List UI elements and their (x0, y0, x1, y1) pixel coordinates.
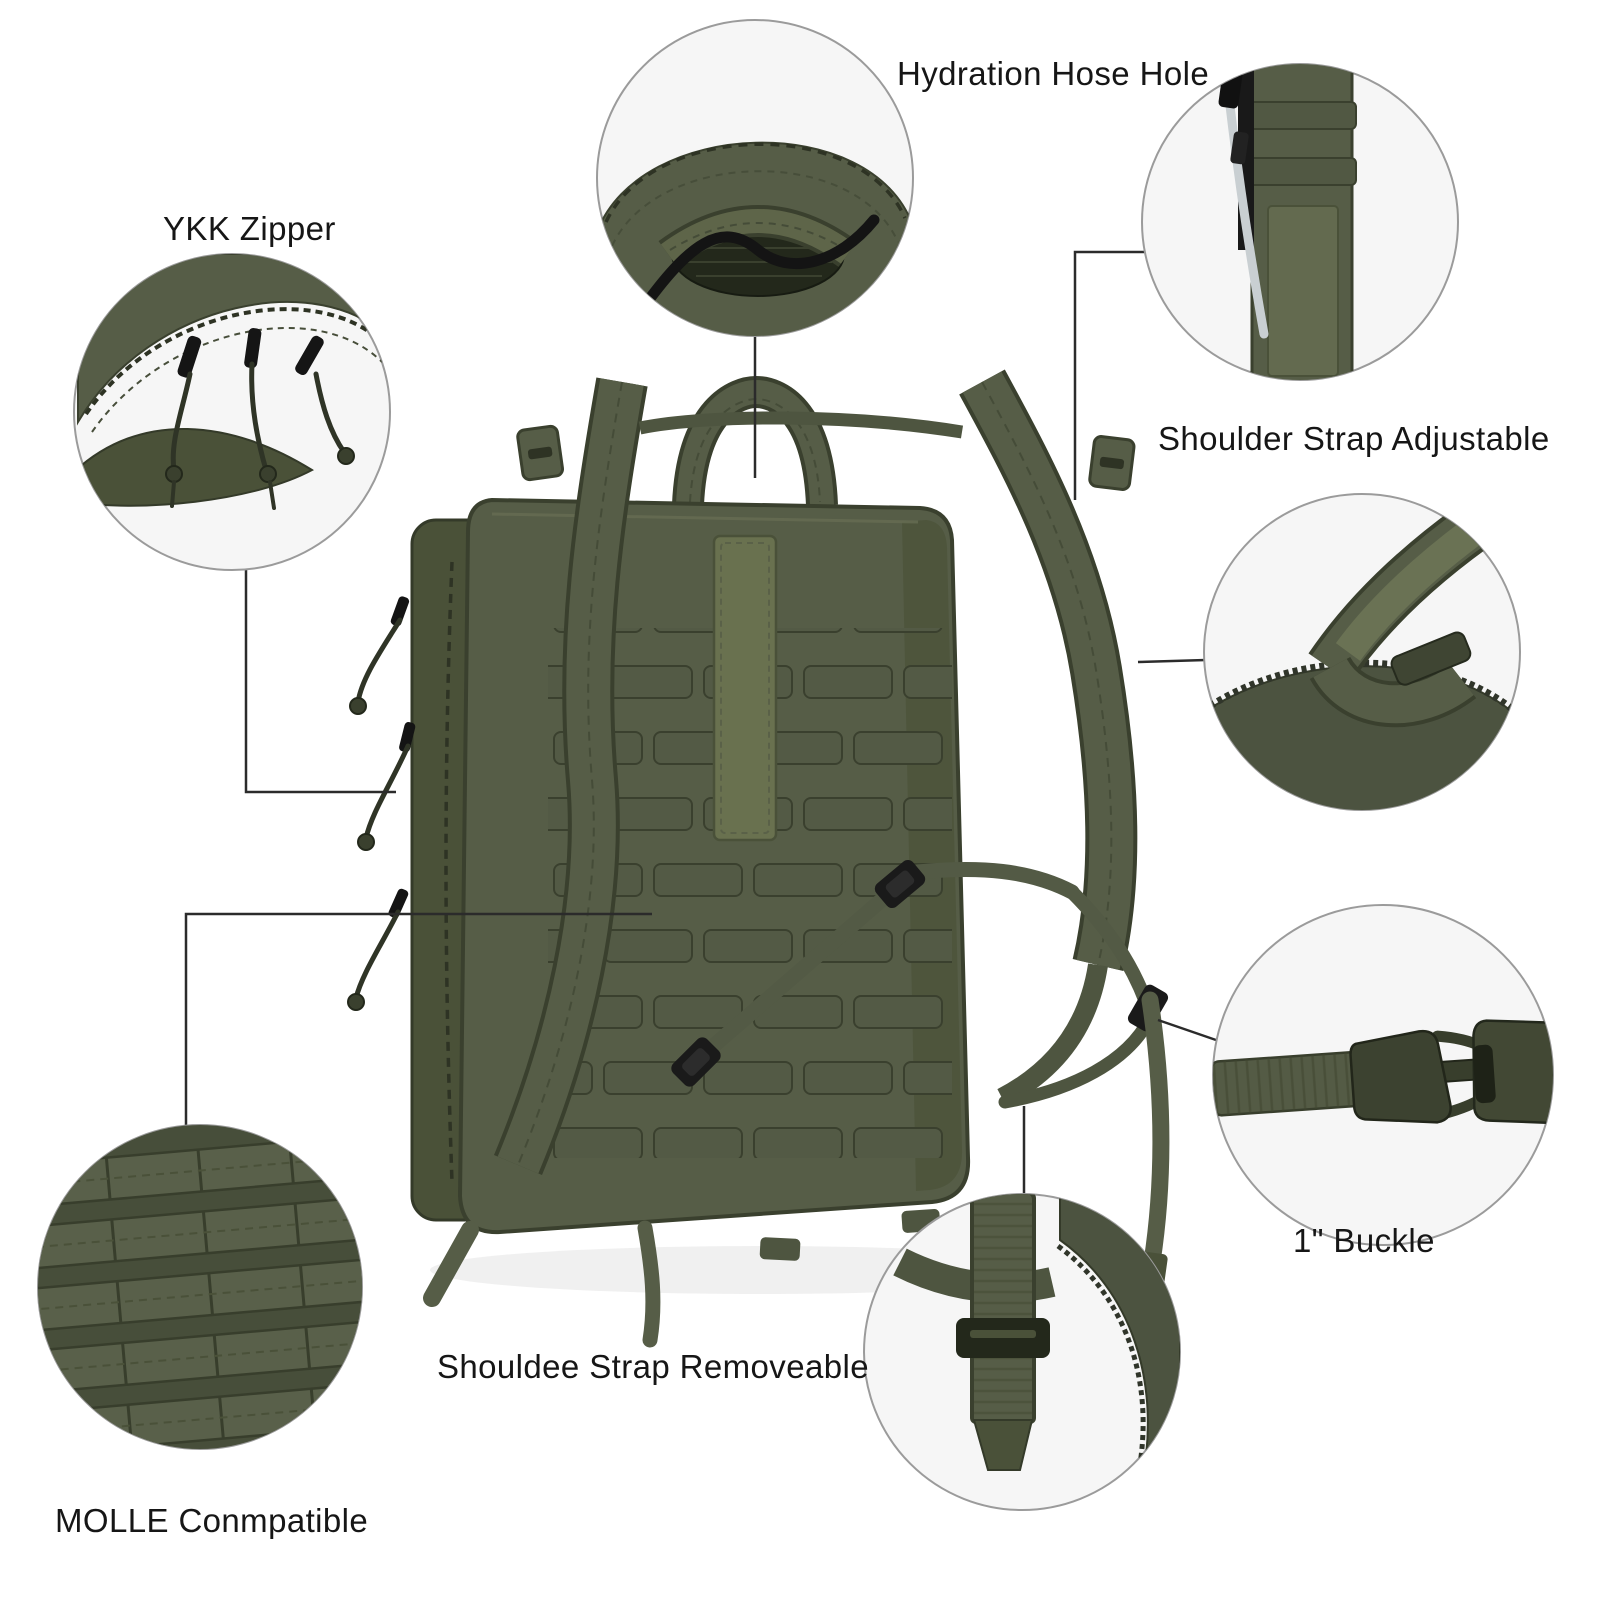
side-zipper-track (444, 561, 454, 1183)
sternum-buckle (874, 859, 926, 909)
label-hydration-hose-hole: Hydration Hose Hole (897, 55, 1210, 92)
top-ladderlock-left (516, 424, 565, 482)
callout-hydration-hose-hole (596, 19, 914, 337)
callout-strap-adjustable (1203, 493, 1521, 811)
leader-ykk (244, 570, 396, 794)
leader-lines (184, 250, 1217, 1196)
zipper-pulls (165, 328, 355, 510)
callout-strap-removeable (863, 1193, 1181, 1511)
callout-molle (37, 1124, 363, 1450)
strap-yoke-webbing (638, 411, 964, 439)
shoulder-strap-left (493, 377, 648, 1175)
label-one-inch-buckle: 1" Buckle (1293, 1222, 1435, 1259)
velcro-face (1335, 520, 1482, 661)
buckle-assembly (1213, 1019, 1553, 1124)
callout-one-inch-buckle (1212, 904, 1554, 1246)
hydration-tube (1223, 83, 1269, 339)
velcro-strip (712, 534, 778, 842)
backpack (347, 369, 1170, 1348)
leader-tube-strap (1073, 250, 1144, 500)
shoulder-strap-right (959, 369, 1138, 1107)
callout-tube-on-strap (1141, 63, 1459, 381)
label-shoulder-strap-removeable: Shouldee Strap Removeable (437, 1348, 869, 1385)
label-molle-compatible: MOLLE Conmpatible (55, 1502, 369, 1539)
hydration-hose (634, 214, 880, 318)
molle-rows (38, 1134, 362, 1449)
side-zipper-pulls (347, 596, 416, 1011)
leader-molle (184, 912, 652, 1126)
leader-shoulder-adjust (1137, 658, 1207, 664)
callout-ykk-zipper (73, 253, 391, 571)
top-ladderlock-right (1088, 435, 1136, 491)
label-ykk-zipper: YKK Zipper (163, 210, 336, 247)
label-shoulder-strap-adjustable: Shoulder Strap Adjustable (1158, 420, 1550, 457)
sternum-straps (671, 859, 1169, 1109)
leader-buckle (1157, 1018, 1217, 1042)
loose-webbing (423, 991, 1170, 1348)
left-strap-buckle (671, 1037, 721, 1087)
